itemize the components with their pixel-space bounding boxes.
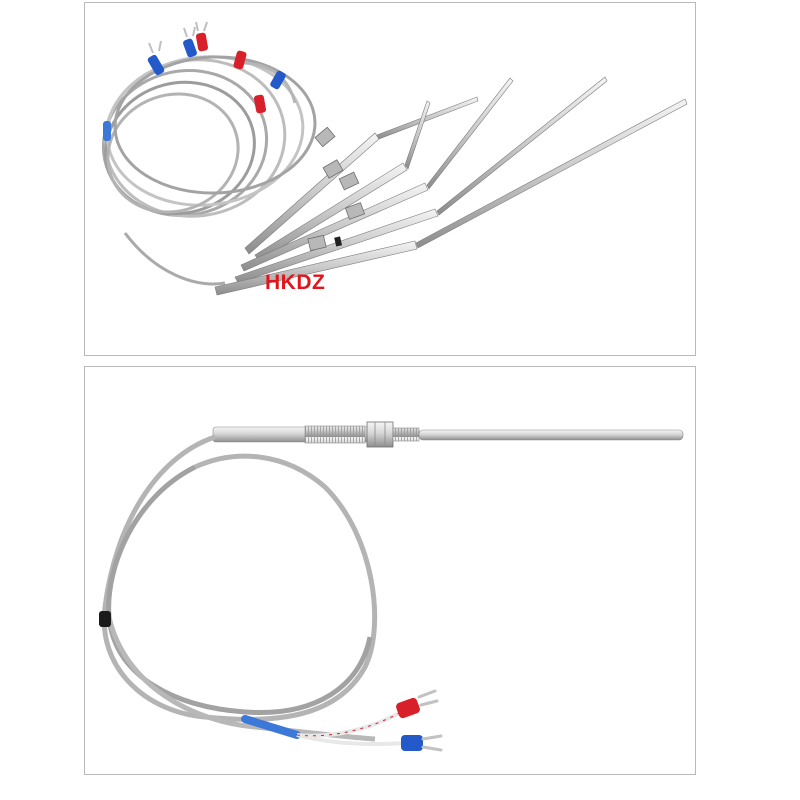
- top-photo-panel: HKDZ: [84, 2, 696, 356]
- thermocouple-probe-icon: [99, 421, 684, 752]
- braided-cable: [99, 434, 378, 742]
- cable-clip: [99, 611, 111, 627]
- bottom-photo-panel: [84, 366, 696, 775]
- spade-terminals: [103, 21, 286, 141]
- probe-set: [214, 76, 688, 296]
- spade-terminals: [396, 689, 443, 752]
- thermocouple-bundle-icon: [101, 21, 688, 296]
- probe-body: [212, 421, 684, 448]
- brand-watermark: HKDZ: [265, 271, 326, 294]
- lead-wires: [241, 709, 406, 747]
